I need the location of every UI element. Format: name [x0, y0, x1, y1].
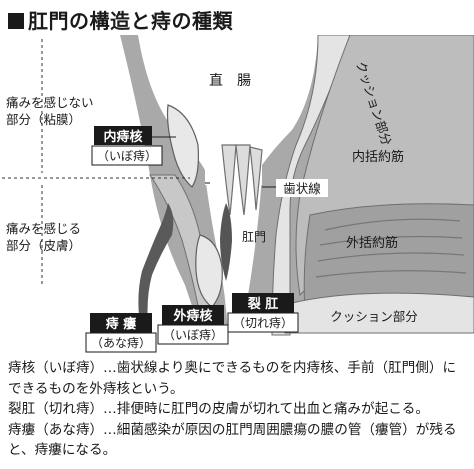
explanation-notes: 痔核（いぼ痔）…歯状線より奥にできるものを内痔核、手前（肛門側）にできるものを外… [8, 358, 468, 461]
anal-columns [221, 144, 263, 216]
internal-hemorrhoid-shape [166, 104, 199, 188]
external-hemorrhoid-tag: 外痔核 （いぼ痔） [157, 305, 229, 345]
note-fistula: 痔瘻（あな痔）…細菌感染が原因の肛門周囲膿瘍の膿の管（瘻管）が残ると、痔瘻になる… [8, 421, 457, 459]
anal-fistula-name: 痔 瘻 [106, 316, 137, 332]
note-fissure: 裂肛（切れ痔）…排便時に肛門の皮膚が切れて出血と痛みが起こる。 [8, 401, 429, 417]
external-hemorrhoid-alias: （いぼ痔） [163, 327, 223, 342]
internal-hemorrhoid-name: 内痔核 [103, 129, 142, 145]
cushion-lower-label: クッション部分 [330, 309, 418, 324]
external-sphincter-label: 外括約筋 [346, 235, 398, 251]
dentate-line-label: 歯状線 [283, 181, 321, 196]
no-pain-label-line1: 痛みを感じない [6, 95, 94, 110]
note-hemorrhoid: 痔核（いぼ痔）…歯状線より奥にできるものを内痔核、手前（肛門側）にできるものを外… [8, 360, 457, 397]
rectum-cavity [138, 35, 318, 185]
anal-fissure-shape [220, 203, 232, 281]
internal-hemorrhoid-alias: （いぼ痔） [97, 148, 157, 163]
anal-fistula-alias: （あな痔） [91, 335, 151, 350]
anal-fistula-shape [138, 203, 174, 325]
title-text: 肛門の構造と痔の種類 [28, 9, 233, 33]
anus-label: 肛門 [242, 230, 266, 244]
anal-fissure-name: 裂 肛 [247, 296, 279, 312]
rectum-label: 直 腸 [209, 72, 251, 89]
dentate-line-label-bg [276, 179, 328, 197]
anal-fissure-alias: （切れ痔） [233, 315, 293, 330]
anus-structure-diagram: 直 腸 クッション部分 内括約筋 外括約筋 クッション部分 歯状線 肛門 痛みを… [0, 34, 474, 365]
anal-fissure-tag: 裂 肛 （切れ痔） [227, 293, 299, 333]
title-square-icon [8, 13, 24, 29]
internal-hemorrhoid-tag: 内痔核 （いぼ痔） [91, 126, 163, 166]
internal-sphincter-label: 内括約筋 [352, 149, 404, 165]
page-title: 肛門の構造と痔の種類 [8, 5, 233, 34]
pain-label-line1: 痛みを感じる [6, 221, 81, 236]
anal-fistula-tag: 痔 瘻 （あな痔） [85, 313, 157, 353]
external-hemorrhoid-name: 外痔核 [172, 308, 212, 324]
muscle-fibers [315, 218, 467, 278]
pain-label-line2: 部分（皮膚） [6, 238, 81, 253]
no-pain-label-line2: 部分（粘膜） [6, 112, 81, 127]
